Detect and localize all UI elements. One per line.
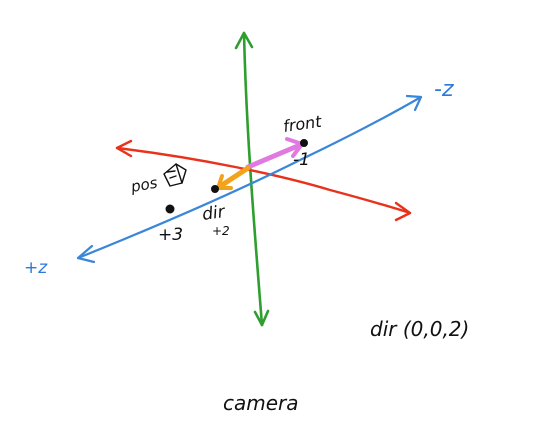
x-axis-arrowhead-left — [115, 139, 133, 158]
front-point — [300, 139, 308, 147]
minus-one-label: -1 — [293, 150, 310, 170]
z-axis-arrowhead-negative — [405, 94, 423, 112]
camera-icon — [163, 163, 187, 187]
x-axis-line — [115, 146, 412, 215]
pos-z-label: +z — [24, 258, 48, 278]
z-axis — [76, 94, 423, 264]
plus-three-label: +3 — [158, 225, 183, 245]
z-axis-line — [76, 95, 423, 260]
dir-vector-arrow — [216, 165, 251, 190]
dir-point — [211, 185, 219, 193]
z-axis-arrowhead-positive — [76, 244, 96, 264]
camera-caption: camera — [223, 391, 299, 415]
x-axis — [115, 139, 412, 222]
dir-vector-label: dir (0,0,2) — [370, 317, 469, 341]
dir-label: dir — [201, 202, 227, 225]
x-axis-arrowhead-right — [394, 201, 412, 222]
dir-arrow-shaft — [216, 165, 251, 190]
front-arrow-shaft — [245, 142, 303, 170]
y-axis-arrowhead-top — [234, 31, 254, 50]
y-axis-arrowhead-bottom — [253, 309, 270, 327]
front-label: front — [282, 112, 323, 136]
pos-point — [165, 204, 175, 214]
neg-z-label: -z — [434, 77, 454, 102]
plus-two-label: +2 — [212, 224, 230, 238]
pos-label: pos — [129, 174, 159, 197]
